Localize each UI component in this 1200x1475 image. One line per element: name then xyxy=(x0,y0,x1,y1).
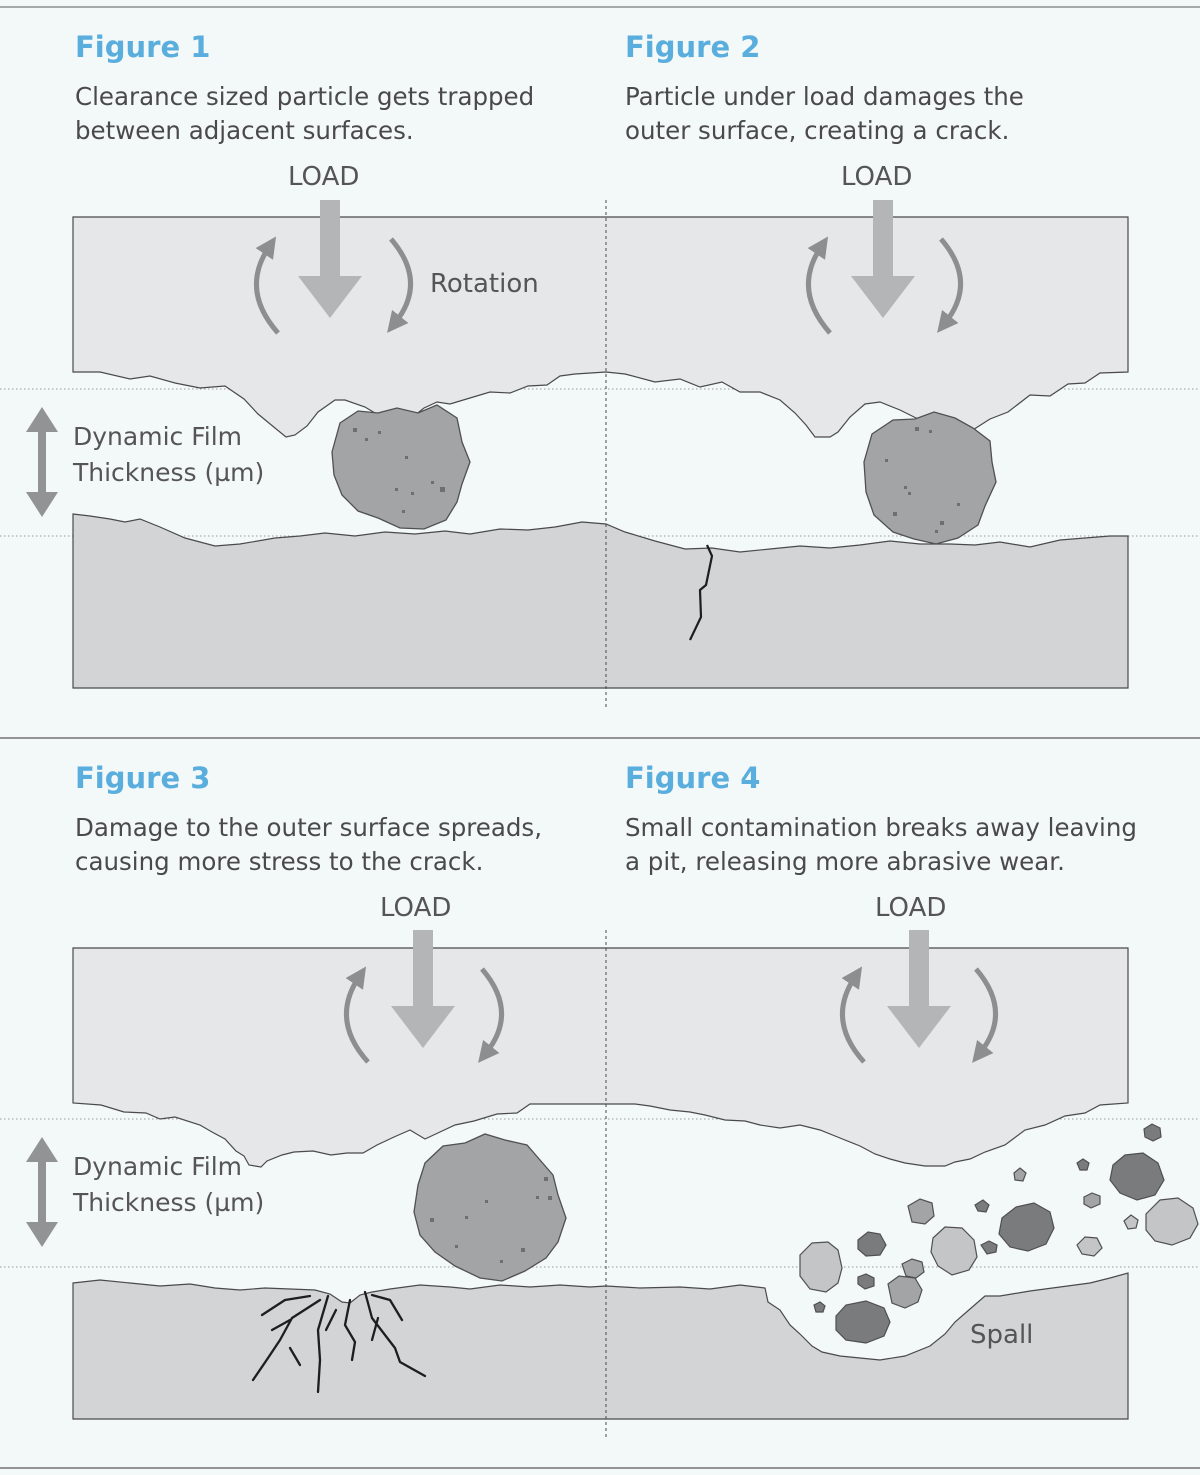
film-arrow-top xyxy=(26,407,58,517)
figure-3-caption: Damage to the outer surface spreads, cau… xyxy=(75,813,542,876)
figure-1-caption: Clearance sized particle gets trapped be… xyxy=(75,82,535,145)
figure-3-load-label: LOAD xyxy=(380,893,452,923)
load-arrow-fig1 xyxy=(298,200,362,318)
particle-fig2 xyxy=(863,411,997,545)
figure-3-film-label: Dynamic Film Thickness (µm) xyxy=(73,1152,265,1217)
figure-2-load-label: LOAD xyxy=(841,162,913,192)
rotation-arrows-fig4 xyxy=(839,966,999,1064)
figure-1-title: Figure 1 xyxy=(75,30,211,64)
figure-2-title: Figure 2 xyxy=(625,30,761,64)
figure-4-load-label: LOAD xyxy=(875,893,947,923)
figure-4-spall-label: Spall xyxy=(970,1320,1034,1350)
film-arrow-bottom xyxy=(26,1137,58,1247)
load-arrow-fig4 xyxy=(887,930,951,1048)
rotation-arrows-fig3 xyxy=(343,966,505,1064)
figure-1-film-label: Dynamic Film Thickness (µm) xyxy=(73,422,265,487)
upper-surface-fig1-2 xyxy=(72,216,1129,438)
crack-network-fig3 xyxy=(251,1290,427,1394)
figure-4-title: Figure 4 xyxy=(625,761,761,795)
figure-2-caption: Particle under load damages the outer su… xyxy=(625,82,1024,145)
figure-3-title: Figure 3 xyxy=(75,761,211,795)
particle-fig1 xyxy=(331,404,471,530)
load-arrow-fig3 xyxy=(391,930,455,1048)
figure-1-rotation-label: Rotation xyxy=(430,269,539,299)
figure-4-caption: Small contamination breaks away leaving … xyxy=(625,813,1137,876)
lower-surface-fig1-2 xyxy=(72,513,1129,689)
crack-fig2 xyxy=(689,544,714,641)
particle-grains-fig1 xyxy=(353,428,445,513)
rotation-arrows-fig1 xyxy=(253,236,414,335)
particle-grains-fig2 xyxy=(885,427,960,533)
upper-surface-fig3-4 xyxy=(72,947,1129,1168)
debris-particles-fig4 xyxy=(799,1123,1199,1344)
load-arrow-fig2 xyxy=(851,200,915,318)
particle-fig3 xyxy=(413,1133,567,1282)
figure-1-load-label: LOAD xyxy=(288,162,360,192)
particle-grains-fig3 xyxy=(430,1177,552,1263)
rotation-arrows-fig2 xyxy=(805,236,964,335)
